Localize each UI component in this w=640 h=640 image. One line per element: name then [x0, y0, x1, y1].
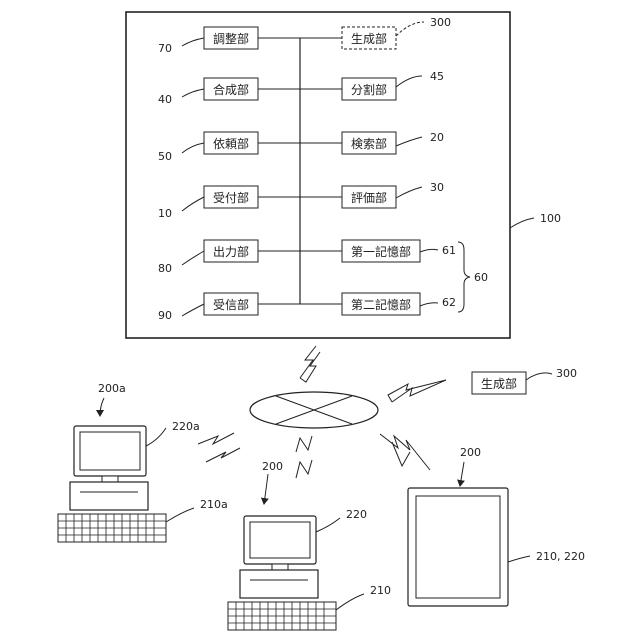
link-generator-network — [388, 380, 446, 402]
svg-text:90: 90 — [158, 309, 172, 322]
svg-text:受信部: 受信部 — [213, 297, 249, 312]
svg-text:検索部: 検索部 — [351, 136, 387, 151]
svg-text:評価部: 評価部 — [351, 190, 387, 205]
link-system-network — [300, 346, 320, 382]
svg-text:70: 70 — [158, 42, 172, 55]
svg-text:依頼部: 依頼部 — [213, 136, 249, 151]
svg-text:第二記憶部: 第二記憶部 — [351, 297, 411, 312]
svg-text:200a: 200a — [98, 382, 126, 395]
svg-text:受付部: 受付部 — [213, 190, 249, 205]
svg-text:第一記憶部: 第一記憶部 — [351, 244, 411, 259]
svg-text:220: 220 — [346, 508, 367, 521]
svg-text:20: 20 — [430, 131, 444, 144]
svg-text:210, 220: 210, 220 — [536, 550, 585, 563]
left-unit-synthesis: 合成部 40 — [158, 78, 300, 106]
desktop-terminal-a: 200a 220a — [70, 382, 200, 510]
right-unit-first-storage: 第一記憶部 61 — [300, 240, 456, 262]
system-ref: 100 — [540, 212, 561, 225]
svg-text:45: 45 — [430, 70, 444, 83]
storage-group-ref: 60 — [474, 271, 488, 284]
left-unit-request: 依頼部 50 — [158, 132, 300, 163]
svg-text:生成部: 生成部 — [351, 31, 387, 46]
svg-text:合成部: 合成部 — [213, 82, 249, 97]
left-unit-reception: 受付部 10 — [158, 186, 300, 220]
link-tablet-network — [380, 434, 430, 470]
svg-text:分割部: 分割部 — [351, 82, 387, 97]
svg-text:200: 200 — [262, 460, 283, 473]
svg-text:300: 300 — [430, 16, 451, 29]
desktop-terminal-b: 200 220 — [240, 460, 367, 598]
left-unit-output: 出力部 80 — [158, 240, 300, 275]
svg-text:220a: 220a — [172, 420, 200, 433]
svg-text:50: 50 — [158, 150, 172, 163]
network-node — [250, 392, 378, 428]
svg-text:61: 61 — [442, 244, 456, 257]
svg-text:210: 210 — [370, 584, 391, 597]
link-desktop-b-network — [296, 436, 312, 478]
right-unit-split: 分割部 45 — [300, 70, 444, 100]
right-unit-generator-dashed: 生成部 300 — [300, 16, 451, 49]
external-generator: 生成部 300 — [472, 367, 577, 394]
system-frame — [126, 12, 510, 338]
left-unit-adjust: 調整部 70 — [158, 27, 300, 55]
link-desktop-a-network — [198, 433, 240, 462]
svg-text:62: 62 — [442, 296, 456, 309]
svg-text:調整部: 調整部 — [213, 31, 249, 46]
right-unit-evaluation: 評価部 30 — [300, 181, 444, 208]
svg-text:200: 200 — [460, 446, 481, 459]
svg-text:210a: 210a — [200, 498, 228, 511]
storage-group-bracket — [458, 242, 470, 312]
svg-text:生成部: 生成部 — [481, 376, 517, 391]
svg-text:40: 40 — [158, 93, 172, 106]
svg-text:10: 10 — [158, 207, 172, 220]
right-unit-search: 検索部 20 — [300, 131, 444, 154]
svg-text:30: 30 — [430, 181, 444, 194]
svg-text:80: 80 — [158, 262, 172, 275]
left-unit-receiver: 受信部 90 — [158, 293, 300, 322]
right-unit-second-storage: 第二記憶部 62 — [300, 293, 456, 315]
svg-text:出力部: 出力部 — [213, 244, 249, 259]
tablet-terminal: 200 210, 220 — [408, 446, 585, 606]
system-ref-leader — [510, 218, 534, 228]
svg-text:300: 300 — [556, 367, 577, 380]
